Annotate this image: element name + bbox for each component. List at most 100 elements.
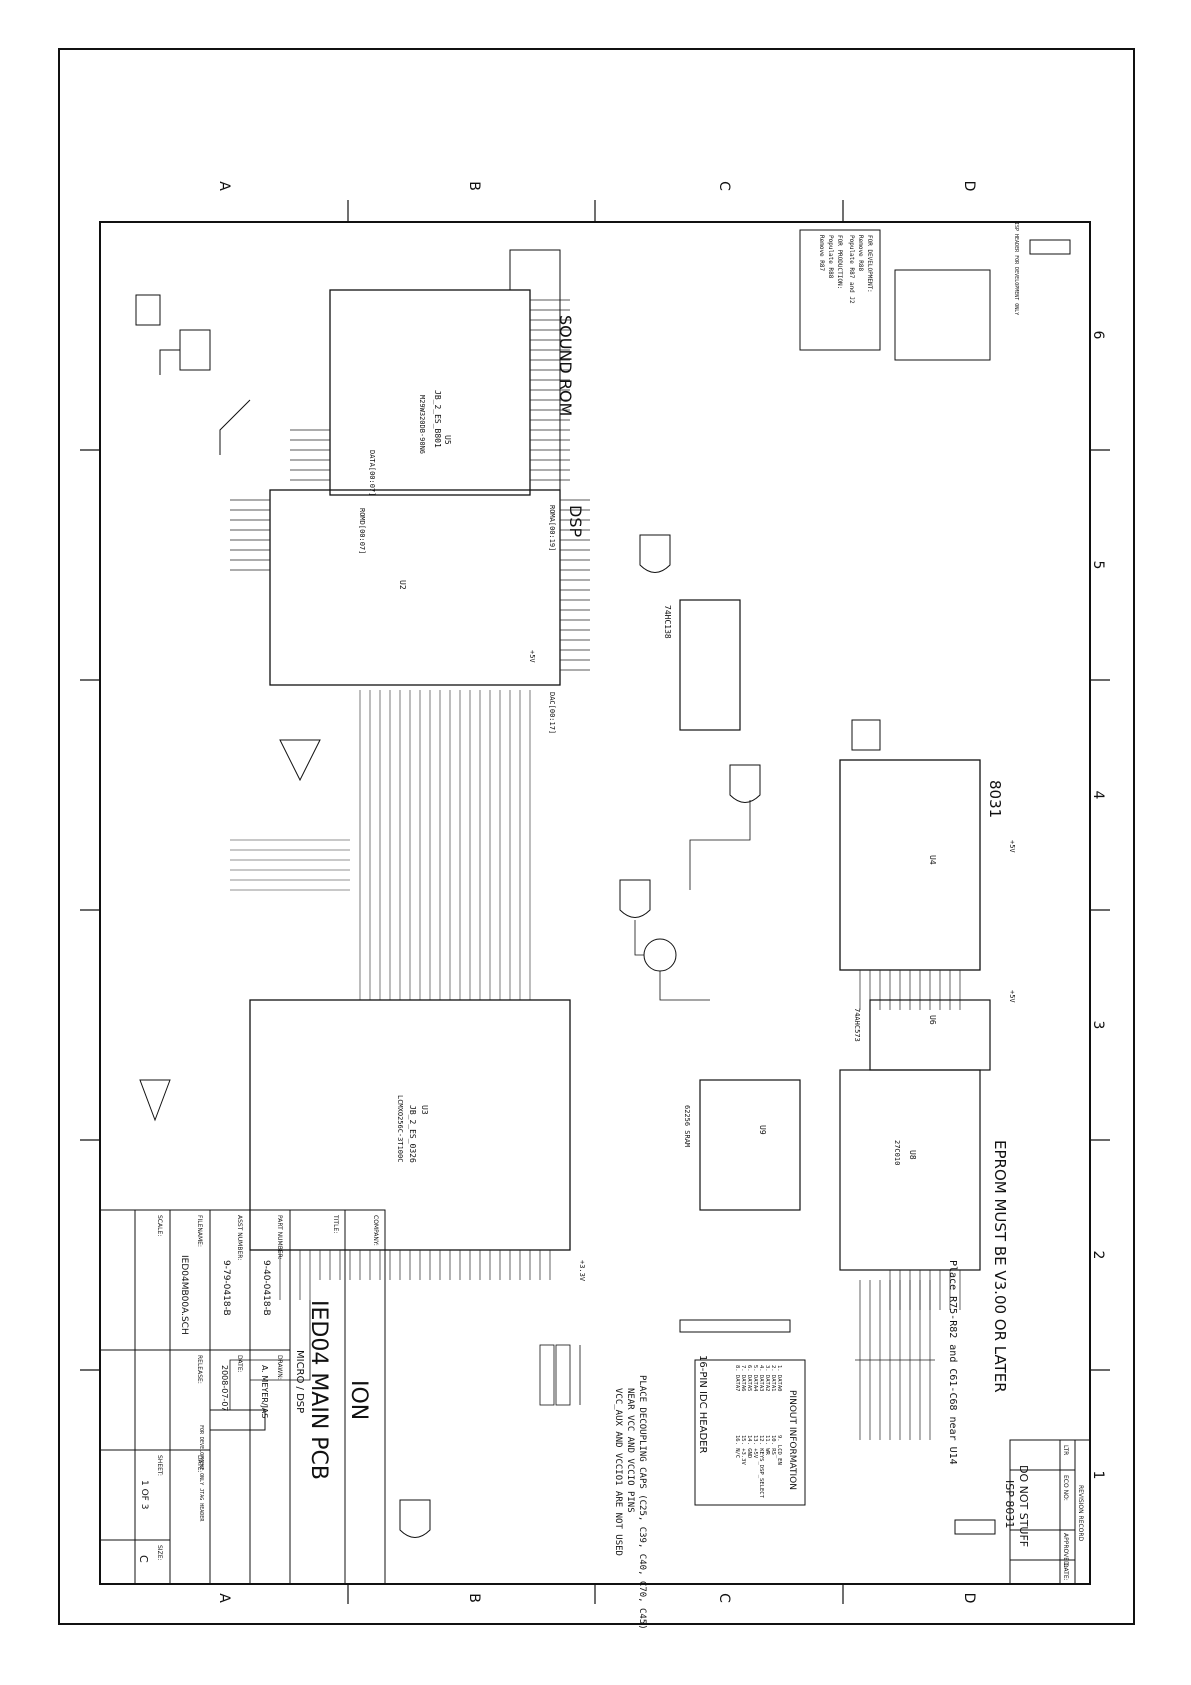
date-label: DATE: (236, 1355, 243, 1373)
cpu-block: 8031 U4 (839, 719, 1004, 1010)
pinout-item: 11. WR (764, 1435, 770, 1456)
date-value: 2008-07-07 (220, 1365, 229, 1412)
latch-name: U6 (928, 1015, 937, 1025)
latch-block: 74AHC573 U6 (853, 999, 991, 1071)
company-label: COMPANY: (372, 1215, 379, 1246)
pinout-item: 8. DATA7 (734, 1365, 740, 1392)
rom-data-bus: ROMD[00:07] (358, 508, 366, 554)
pinout-item: 3. DATA2 (764, 1365, 770, 1392)
part-number: 9-40-0418-B (261, 1260, 271, 1316)
zone-number-2: 2 (1090, 1251, 1106, 1260)
oscillator-block (135, 294, 251, 455)
dev-note: FOR PRODUCTION: (836, 235, 843, 289)
dsp-dac-bus: DAC[00:17] (548, 692, 556, 734)
cap-note-line3: VCC_AUX AND VCCIO1 ARE NOT USED (613, 1388, 623, 1556)
pinout-title: PINOUT INFORMATION (787, 1390, 797, 1490)
resistor-note: Place R75-R82 and C61-C68 near U14 (947, 1260, 958, 1465)
drawn-value: A. MEYER/JAS (260, 1365, 269, 1418)
eprom-part: U8 (908, 1150, 917, 1160)
rail-label: +5V (1008, 990, 1016, 1003)
page-frame (58, 48, 1135, 1625)
jtag-label: FOR DEVELOPMENT ONLY JTAG HEADER (198, 1425, 204, 1522)
dsp-block: DSP U2 DATA[00:07] DAC[00:17] (139, 450, 590, 1122)
zone-letter-c-top: C (716, 181, 732, 191)
revision-col-date: DATE: (1062, 1563, 1069, 1581)
revision-col-approved: APPROVED: (1062, 1533, 1069, 1568)
title-label: TITLE: (332, 1214, 339, 1233)
pinout-item: 5. DATA4 (752, 1365, 758, 1392)
zone-letter-c-bottom: C (716, 1593, 732, 1603)
sound-rom-part: U5 (443, 435, 452, 445)
cap-note-line1: PLACE DECOUPLING CAPS (C25, C39, C40, C7… (637, 1375, 647, 1630)
release-date-label: DATE: (196, 1455, 203, 1473)
zone-number-3: 3 (1090, 1021, 1106, 1030)
isp-header: ISP HEADER FOR DEVELOPMENT ONLY (894, 222, 1071, 361)
rail-label: +5V (1008, 840, 1016, 853)
fpga-pn: LCMXO256C-3T100C (396, 1095, 404, 1162)
dev-note: FOR DEVELOPMENT: (866, 235, 873, 293)
drawing-border (99, 221, 1091, 1585)
zone-letter-a-top: A (216, 181, 232, 191)
sheet-value: 1 OF 3 (139, 1480, 149, 1509)
eprom-block: U8 27C010 (839, 1069, 981, 1310)
isp-header-label: ISP HEADER FOR DEVELOPMENT ONLY (1013, 222, 1019, 315)
revision-col-ltr: LTR (1062, 1445, 1069, 1455)
sound-rom-name: JB_2_ES_B801 (433, 390, 442, 448)
header-title: 16-PIN IDC HEADER (697, 1355, 708, 1453)
sheet-label: SHEET: (156, 1455, 163, 1476)
zone-ticks (80, 200, 1110, 1604)
eprom-name: 27C010 (893, 1140, 901, 1165)
size-label: SIZE: (156, 1545, 163, 1561)
filename-label: FILENAME: (196, 1215, 203, 1247)
fpga-name: JB_2_ES_0326 (408, 1105, 417, 1163)
zone-number-4: 4 (1090, 791, 1106, 800)
asst-number-label: ASST NUMBER: (236, 1215, 243, 1260)
pinout-item: 10. RS (770, 1435, 776, 1455)
dev-note: Populate R88 (827, 235, 834, 279)
gate-u10d (399, 1499, 431, 1538)
part-number-label: PART NUMBER: (276, 1215, 283, 1260)
pinout-item: 9. LCD_EN (776, 1435, 782, 1465)
scale-label: SCALE: (156, 1215, 163, 1236)
dev-note: Populate R87 and J2 (848, 235, 855, 304)
filename: IED04MB00A.SCH (179, 1255, 189, 1335)
dev-note: Remove R88 (857, 235, 864, 272)
sram-name: 62256 SRAM (683, 1105, 691, 1147)
zone-letter-d-bottom: D (961, 1593, 977, 1604)
zone-letter-d-top: D (961, 181, 977, 192)
pinout-item: 16. N/C (734, 1435, 740, 1458)
latch-part: 74AHC573 (853, 1008, 861, 1042)
rail-label: +5V (528, 650, 536, 663)
zone-letter-b-bottom: B (466, 1593, 482, 1603)
asst-number: 9-79-0418-B (221, 1260, 231, 1316)
release-label: RELEASE: (196, 1355, 203, 1384)
rom-address-bus: ROMA[00:19] (548, 505, 556, 551)
zone-letter-a-bottom: A (216, 1593, 232, 1603)
cpu-title: 8031 (986, 780, 1004, 818)
dsp-part: U2 (398, 580, 407, 590)
decoupling-caps: PLACE DECOUPLING CAPS (C25, C39, C40, C7… (539, 1344, 647, 1630)
rail-label: +3.3V (578, 1260, 586, 1282)
size-value: C (137, 1555, 150, 1563)
drawn-label: DRAWN: (276, 1355, 283, 1380)
sound-rom-pn: M29W320DB-90N6 (418, 395, 426, 454)
decoder-part: 74HC138 (663, 605, 672, 639)
cap-note-line2: NEAR VCC AND VCCIO PINS (625, 1388, 635, 1513)
dsp-title: DSP (566, 505, 585, 537)
resistor-array (855, 1280, 935, 1440)
sound-rom-block: SOUND ROM JB_2_ES_B801 M29W320DB-90N6 U5… (290, 249, 575, 554)
fpga-part: U3 (420, 1105, 429, 1115)
idc-header: 16-PIN IDC HEADER PINOUT INFORMATION 1. … (679, 1319, 806, 1506)
revision-block (1009, 1439, 1091, 1585)
dev-note: Remove R87 (818, 235, 825, 272)
pinout-item: 12. KEYS_DSP_SELECT (758, 1435, 764, 1499)
company-name: ION (346, 1380, 371, 1420)
pinout-item: 13. +5V (752, 1435, 758, 1459)
zone-number-6: 6 (1090, 331, 1106, 340)
fpga-block: JB_2_ES_0326 LCMXO256C-3T100C U3 (198, 999, 571, 1522)
zone-number-1: 1 (1090, 1471, 1106, 1480)
eprom-note: EPROM MUST BE V3.00 OR LATER (991, 1140, 1009, 1393)
pinout-item: 14. GND (746, 1435, 752, 1458)
cpu-note: DO NOT STUFF (1017, 1465, 1030, 1547)
